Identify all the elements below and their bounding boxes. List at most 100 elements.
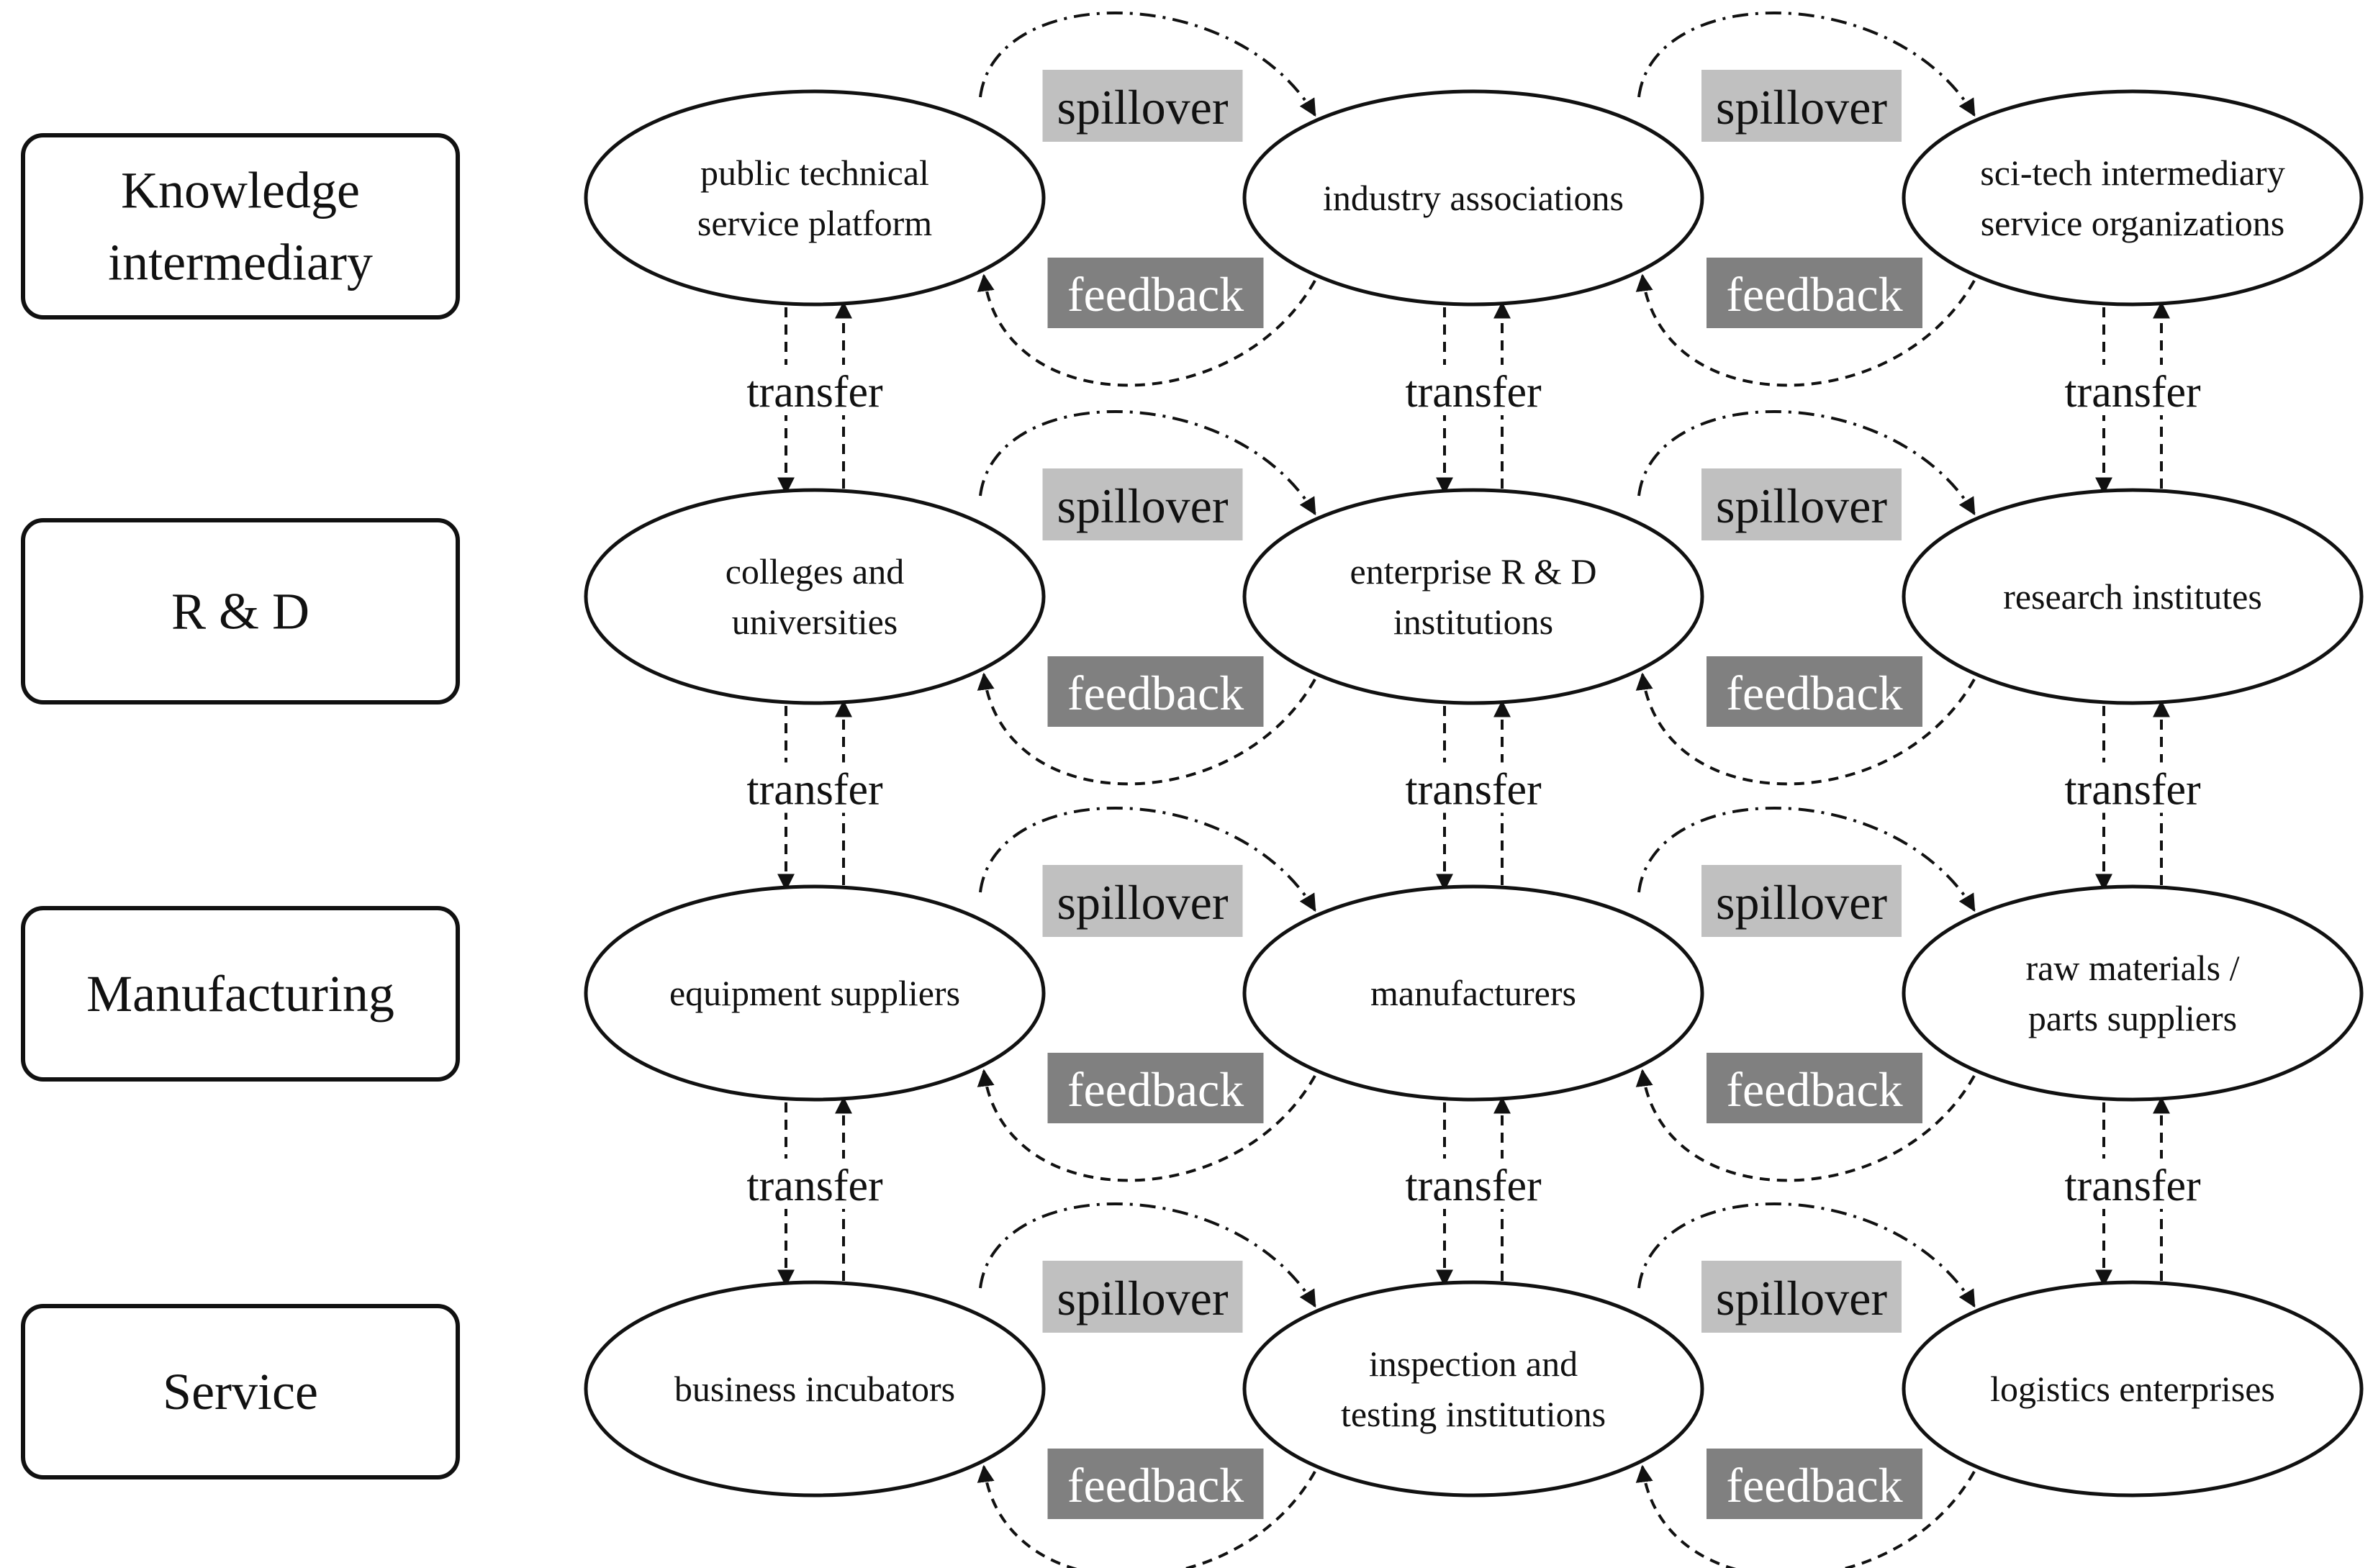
node-ellipse bbox=[584, 488, 1046, 705]
transfer-label: transfer bbox=[732, 762, 898, 815]
transfer-label-text: transfer bbox=[746, 368, 883, 417]
node-label: public technical bbox=[700, 153, 929, 193]
layer-label-text: intermediary bbox=[108, 234, 373, 291]
feedback-label-text: feedback bbox=[1067, 666, 1244, 720]
node-raw-materials-parts-suppliers: raw materials /parts suppliers bbox=[1902, 884, 2364, 1102]
node-label: industry associations bbox=[1323, 178, 1624, 218]
node-label: raw materials / bbox=[2025, 948, 2239, 988]
feedback-label: feedback bbox=[1707, 1053, 1922, 1123]
spillover-label-text: spillover bbox=[1057, 875, 1229, 930]
spillover-label-bg bbox=[1701, 1261, 1902, 1333]
spillover-label-bg bbox=[1701, 468, 1902, 540]
feedback-label-text: feedback bbox=[1726, 1458, 1902, 1513]
node-label: sci-tech intermediary bbox=[1980, 153, 2284, 193]
node-label: equipment suppliers bbox=[669, 973, 960, 1013]
feedback-arc bbox=[1635, 1069, 1976, 1182]
node-label: enterprise R & D bbox=[1350, 551, 1597, 592]
spillover-label: spillover bbox=[1701, 1261, 1902, 1333]
node-ellipse bbox=[1242, 488, 1704, 705]
spillover-arc bbox=[1637, 806, 1976, 912]
node-ellipse bbox=[1902, 1280, 2364, 1497]
node-ellipse bbox=[1242, 884, 1704, 1102]
node-logistics-enterprises: logistics enterprises bbox=[1902, 1280, 2364, 1497]
transfer-label-text: transfer bbox=[746, 1161, 883, 1210]
layer-label-knowledge: Knowledge intermediary bbox=[21, 133, 460, 320]
transfer-label-text: transfer bbox=[2064, 368, 2201, 417]
layer-label-rd: R & D bbox=[21, 518, 460, 704]
feedback-label-bg bbox=[1047, 1449, 1264, 1519]
transfer-label-text: transfer bbox=[2064, 766, 2201, 815]
feedback-label: feedback bbox=[1047, 1449, 1264, 1519]
transfer-label-bg bbox=[1391, 762, 1556, 813]
feedback-arc bbox=[977, 273, 1316, 387]
feedback-label-text: feedback bbox=[1726, 1062, 1902, 1117]
feedback-label-bg bbox=[1707, 1449, 1922, 1519]
layer-label-text: Manufacturing bbox=[86, 965, 394, 1023]
node-label: service platform bbox=[697, 203, 932, 243]
node-label: business incubators bbox=[674, 1369, 955, 1409]
feedback-label-bg bbox=[1047, 656, 1264, 727]
nodes: public technical service platform industry… bbox=[584, 89, 2364, 1497]
transfer-label-text: transfer bbox=[1405, 368, 1542, 417]
transfer-label-bg bbox=[732, 365, 898, 415]
transfer-label-bg bbox=[2050, 762, 2215, 813]
node-label: logistics enterprises bbox=[1990, 1369, 2275, 1409]
spillover-label-text: spillover bbox=[1057, 479, 1229, 533]
feedback-arc bbox=[977, 1069, 1316, 1182]
node-enterprise-rd-institutions: enterprise R & D institutions bbox=[1242, 488, 1704, 705]
transfer-label-bg bbox=[1391, 1159, 1556, 1209]
transfer-label-bg bbox=[732, 762, 898, 813]
feedback-label-text: feedback bbox=[1067, 1458, 1244, 1513]
spillover-label-bg bbox=[1042, 865, 1243, 937]
layer-label-box bbox=[21, 1304, 460, 1479]
spillover-label-text: spillover bbox=[1716, 1271, 1887, 1325]
feedback-label-bg bbox=[1707, 656, 1922, 727]
layer-label-text: Knowledge bbox=[121, 162, 360, 219]
feedback-label-bg bbox=[1707, 258, 1922, 328]
transfer-label-bg bbox=[2050, 365, 2215, 415]
node-industry-associations: industry associations bbox=[1242, 89, 1704, 307]
feedback-label: feedback bbox=[1707, 1449, 1922, 1519]
feedback-arc bbox=[1635, 672, 1976, 786]
layer-label-box bbox=[21, 518, 460, 704]
node-label: institutions bbox=[1393, 602, 1553, 642]
transfer-label-text: transfer bbox=[2064, 1161, 2201, 1210]
spillover-label-text: spillover bbox=[1716, 479, 1887, 533]
feedback-label: feedback bbox=[1047, 1053, 1264, 1123]
spillover-label-text: spillover bbox=[1057, 80, 1229, 135]
feedback-label-text: feedback bbox=[1067, 267, 1244, 322]
node-manufacturers: manufacturers bbox=[1242, 884, 1704, 1102]
spillover-arc bbox=[1637, 1202, 1976, 1308]
node-label: manufacturers bbox=[1370, 973, 1576, 1013]
spillover-arc bbox=[979, 409, 1316, 516]
spillover-arc bbox=[1637, 409, 1976, 516]
layer-label-text: R & D bbox=[171, 583, 309, 640]
spillover-arc bbox=[979, 1202, 1316, 1308]
node-label: service organizations bbox=[1981, 203, 2285, 243]
spillover-label: spillover bbox=[1701, 865, 1902, 937]
spillover-label-text: spillover bbox=[1716, 875, 1887, 930]
spillover-label: spillover bbox=[1042, 468, 1243, 540]
feedback-label-bg bbox=[1707, 1053, 1922, 1123]
layer-label-box bbox=[21, 133, 460, 320]
feedback-label-text: feedback bbox=[1067, 1062, 1244, 1117]
feedback-label-bg bbox=[1047, 258, 1264, 328]
feedback-arc bbox=[1635, 1464, 1976, 1568]
spillover-label-text: spillover bbox=[1716, 80, 1887, 135]
spillover-label-bg bbox=[1042, 468, 1243, 540]
transfer-label: transfer bbox=[732, 365, 898, 417]
spillover-label-bg bbox=[1042, 70, 1243, 142]
spillover-label-bg bbox=[1042, 1261, 1243, 1333]
feedback-label: feedback bbox=[1707, 258, 1922, 328]
spillover-arc bbox=[979, 11, 1316, 117]
node-label: colleges and bbox=[726, 551, 905, 592]
feedback-label: feedback bbox=[1047, 656, 1264, 727]
feedback-label-text: feedback bbox=[1726, 666, 1902, 720]
transfer-label-bg bbox=[2050, 1159, 2215, 1209]
spillover-label: spillover bbox=[1042, 865, 1243, 937]
feedback-arc bbox=[977, 1464, 1316, 1568]
transfer-label: transfer bbox=[2050, 1159, 2215, 1210]
